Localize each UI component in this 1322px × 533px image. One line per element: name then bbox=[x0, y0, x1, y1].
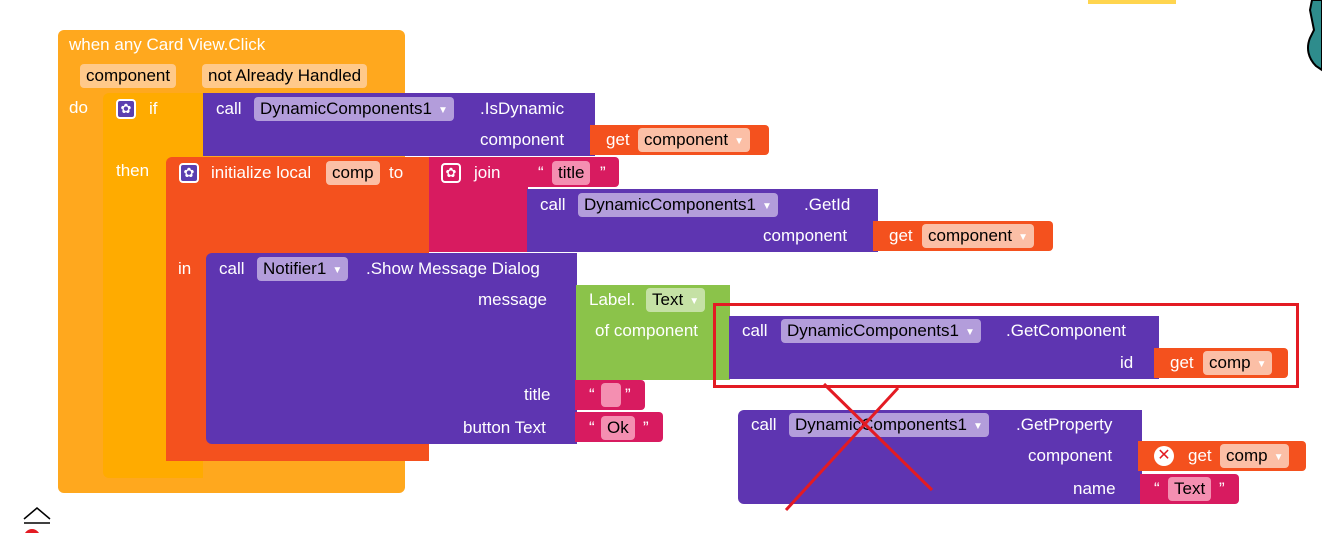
id-label: id bbox=[1120, 353, 1134, 372]
get-label: get bbox=[606, 130, 630, 149]
get-property-method: .GetProperty bbox=[1016, 415, 1113, 434]
get-label: get bbox=[1188, 446, 1212, 465]
get-property-call: call bbox=[751, 415, 777, 434]
get-var-dropdown[interactable]: component▼ bbox=[922, 224, 1035, 248]
chevron-down-icon: ▼ bbox=[332, 265, 343, 276]
quote-open: “ bbox=[589, 385, 595, 404]
chevron-down-icon: ▼ bbox=[761, 201, 772, 212]
quote-open: “ bbox=[1154, 479, 1160, 498]
chevron-down-icon: ▼ bbox=[964, 327, 975, 338]
get-label: get bbox=[1170, 353, 1194, 372]
top-bar-accent bbox=[1088, 0, 1176, 4]
label-prop-dropdown[interactable]: Text▼ bbox=[646, 288, 706, 312]
notifier-call: call bbox=[219, 259, 245, 278]
chevron-down-icon: ▼ bbox=[1018, 232, 1029, 243]
title-label: title bbox=[524, 385, 551, 404]
event-param-not-already-handled[interactable]: not Already Handled bbox=[202, 64, 368, 88]
join-label: join bbox=[474, 163, 501, 182]
get-component-dropdown[interactable]: DynamicComponents1▼ bbox=[781, 319, 981, 343]
get-var-dropdown[interactable]: comp▼ bbox=[1203, 351, 1273, 375]
if-label: if bbox=[149, 99, 158, 118]
chevron-down-icon: ▼ bbox=[734, 136, 745, 147]
init-label: initialize local bbox=[211, 163, 312, 182]
component-arg-label: component bbox=[1028, 446, 1113, 465]
button-text-label: button Text bbox=[463, 418, 546, 437]
get-var-dropdown[interactable]: component▼ bbox=[638, 128, 751, 152]
get-id-method: .GetId bbox=[804, 195, 851, 214]
get-id-component-dropdown[interactable]: DynamicComponents1▼ bbox=[578, 193, 778, 217]
event-block-footer bbox=[58, 480, 405, 493]
in-label: in bbox=[178, 259, 192, 278]
gear-icon[interactable]: ✿ bbox=[116, 99, 136, 119]
gear-icon[interactable]: ✿ bbox=[179, 163, 199, 183]
quote-open: “ bbox=[589, 418, 595, 437]
notifier-component-dropdown[interactable]: Notifier1▼ bbox=[257, 257, 349, 281]
gear-icon[interactable]: ✿ bbox=[441, 163, 461, 183]
do-label: do bbox=[69, 98, 88, 117]
of-component-label: of component bbox=[595, 321, 699, 340]
get-label: get bbox=[889, 226, 913, 245]
get-property-component-dropdown[interactable]: DynamicComponents1▼ bbox=[789, 413, 989, 437]
chevron-down-icon: ▼ bbox=[1256, 359, 1267, 370]
quote-open: “ bbox=[538, 163, 544, 182]
local-var-name[interactable]: comp bbox=[326, 161, 380, 185]
quote-close: ” bbox=[600, 163, 606, 182]
local-variable-footer bbox=[166, 447, 429, 461]
text-value-ok[interactable]: Ok bbox=[601, 416, 635, 440]
then-label: then bbox=[116, 161, 150, 180]
message-label: message bbox=[478, 290, 547, 309]
to-label: to bbox=[389, 163, 404, 182]
name-arg-label: name bbox=[1073, 479, 1116, 498]
text-value-title[interactable]: title bbox=[552, 161, 591, 185]
notifier-block[interactable] bbox=[206, 253, 577, 444]
is-dynamic-arg-label: component bbox=[480, 130, 565, 149]
event-param-component[interactable]: component bbox=[80, 64, 177, 88]
label-prefix: Label. bbox=[589, 290, 636, 309]
quote-close: ” bbox=[625, 385, 631, 404]
is-dynamic-component-dropdown[interactable]: DynamicComponents1▼ bbox=[254, 97, 454, 121]
chevron-up-icon[interactable] bbox=[22, 505, 52, 533]
chevron-down-icon: ▼ bbox=[972, 421, 983, 432]
cross-out-mark bbox=[784, 382, 934, 512]
chevron-down-icon: ▼ bbox=[689, 296, 700, 307]
chevron-down-icon: ▼ bbox=[1273, 452, 1284, 463]
error-icon: ✕ bbox=[1154, 446, 1174, 466]
get-id-arg-label: component bbox=[763, 226, 848, 245]
get-component-method: .GetComponent bbox=[1006, 321, 1127, 340]
text-value-empty[interactable] bbox=[601, 383, 621, 407]
highlight-box bbox=[713, 303, 1299, 388]
quote-close: ” bbox=[643, 418, 649, 437]
get-var-dropdown[interactable]: comp▼ bbox=[1220, 444, 1290, 468]
is-dynamic-call: call bbox=[216, 99, 242, 118]
get-id-call: call bbox=[540, 195, 566, 214]
is-dynamic-method: .IsDynamic bbox=[480, 99, 565, 118]
trash-icon[interactable] bbox=[1300, 0, 1322, 72]
chevron-down-icon: ▼ bbox=[437, 105, 448, 116]
get-component-call: call bbox=[742, 321, 768, 340]
quote-close: ” bbox=[1219, 479, 1225, 498]
text-value-text[interactable]: Text bbox=[1168, 477, 1212, 501]
notifier-method: .Show Message Dialog bbox=[366, 259, 540, 278]
event-title: when any Card View.Click bbox=[69, 35, 266, 54]
